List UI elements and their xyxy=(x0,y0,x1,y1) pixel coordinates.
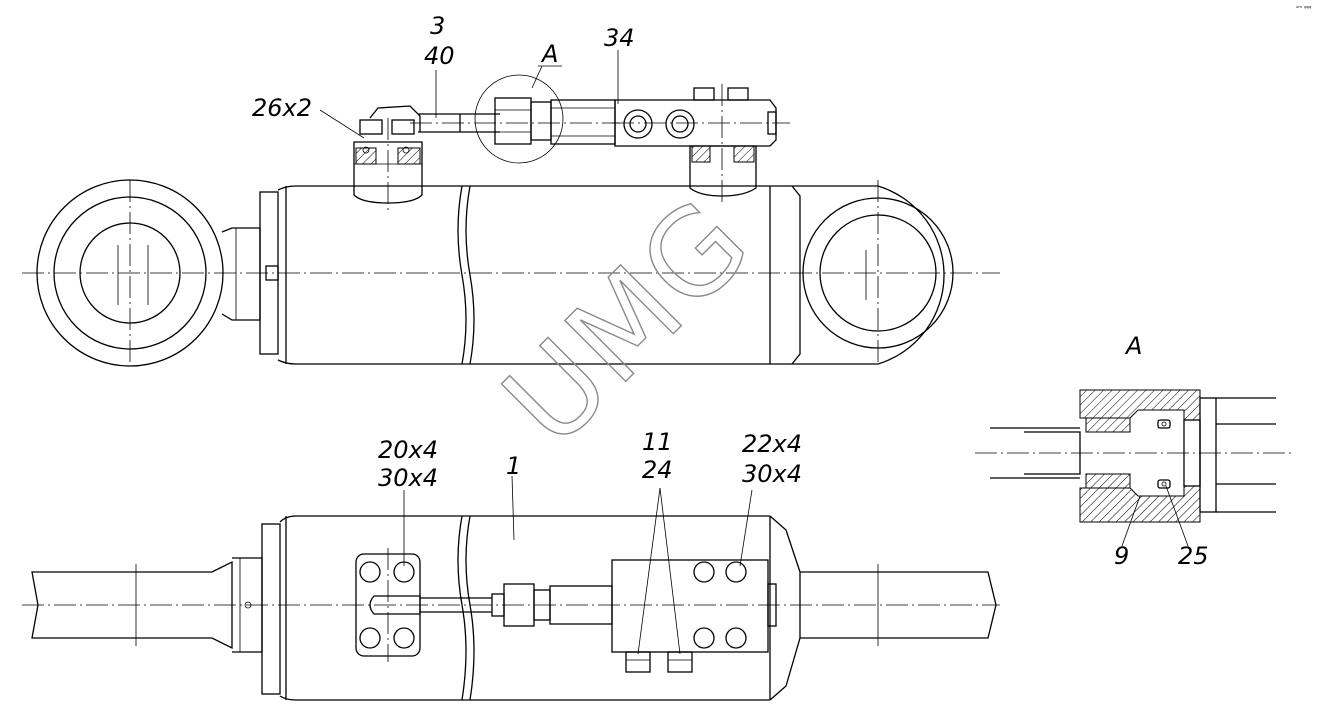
barrel-top xyxy=(277,185,801,365)
union-fitting xyxy=(474,74,616,164)
label-part-40: 40 xyxy=(424,42,455,70)
top-leaders xyxy=(319,50,619,139)
corner-mark: ᵘᵐ ᵍᵍᵍ xyxy=(1296,5,1312,12)
label-part-34: 34 xyxy=(604,24,635,52)
label-part-1: 1 xyxy=(506,452,521,480)
label-part-22x4: 22x4 xyxy=(742,430,802,458)
label-part-3: 3 xyxy=(430,12,445,40)
label-part-25: 25 xyxy=(1178,542,1209,570)
label-view-a-title: A xyxy=(1124,332,1142,360)
label-part-9: 9 xyxy=(1114,542,1129,570)
label-part-24: 24 xyxy=(642,456,673,484)
right-eye xyxy=(792,180,954,366)
watermark-umg: UMG xyxy=(477,172,777,472)
bottom-view xyxy=(22,475,1000,701)
label-part-26x2: 26x2 xyxy=(252,94,312,122)
top-view xyxy=(22,50,1000,367)
label-part-30x4-right: 30x4 xyxy=(742,460,802,488)
left-eye xyxy=(36,179,279,367)
detail-view-a xyxy=(975,389,1295,547)
label-part-11: 11 xyxy=(642,428,673,456)
valve-block xyxy=(612,84,790,204)
label-part-20x4: 20x4 xyxy=(378,436,438,464)
label-view-a-callout: A xyxy=(540,40,558,68)
label-part-30x4-left: 30x4 xyxy=(378,464,438,492)
valve-block-plan xyxy=(611,559,777,673)
left-pipe-clamp xyxy=(353,105,423,210)
steel-tube xyxy=(410,113,620,133)
